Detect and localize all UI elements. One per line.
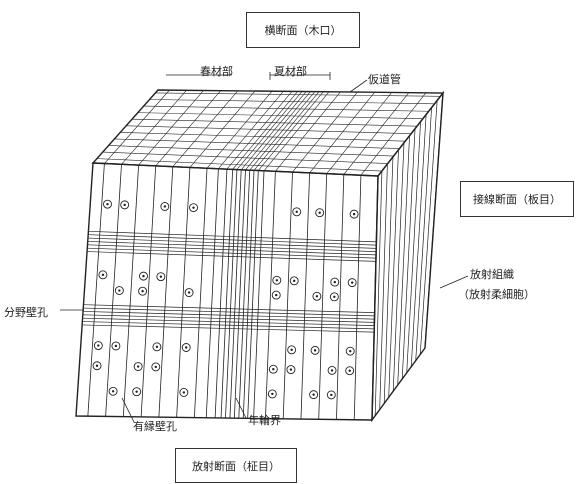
tangential-face-tracheid-line: [389, 150, 399, 397]
bordered-pit-center: [333, 296, 335, 298]
bordered-pit-center: [115, 345, 117, 347]
bordered-pit-center: [112, 390, 114, 392]
bordered-pit-center: [334, 281, 336, 283]
bordered-pit-center: [330, 394, 332, 396]
tangential-face-tracheid-line: [393, 143, 404, 391]
bordered-pit-center: [192, 206, 194, 208]
bordered-pit-center: [272, 368, 274, 370]
radial-face-tracheid-line: [239, 170, 250, 418]
ray-tissue-label: 放射組織: [470, 266, 514, 282]
ray-band-line: [82, 325, 374, 332]
bordered-pit-center: [290, 349, 292, 351]
radial-section-label: 放射断面（柾目）: [192, 458, 280, 474]
radial-face-tracheid-line: [254, 171, 264, 419]
bordered-pit-center: [351, 281, 353, 283]
tangential-face-tracheid-line: [384, 157, 393, 404]
tangential-section-label-box: 接線断面（板目）: [460, 181, 574, 217]
tracheid-leader-line: [350, 80, 367, 92]
bordered-pit-center: [118, 289, 120, 291]
bordered-pit-center: [142, 275, 144, 277]
ray-band-line: [83, 315, 375, 323]
bordered-pit-label: 有縁壁孔: [133, 418, 177, 434]
cross-section-label-box: 横断面（木口）: [246, 12, 360, 48]
ray-band-line: [83, 305, 374, 313]
radial-face-tracheid-line: [248, 171, 259, 419]
ray-band-line: [83, 308, 374, 316]
bordered-pit-center: [353, 213, 355, 215]
bordered-pit-center: [102, 274, 104, 276]
bordered-pit-center: [348, 370, 350, 372]
bordered-pit-center: [185, 346, 187, 348]
ray-band-line: [82, 322, 374, 329]
cross-section-cell-wall-line: [132, 119, 417, 126]
bordered-pit-center: [312, 393, 314, 395]
latewood-label: 夏材部: [274, 63, 307, 79]
radial-face-tracheid-line: [234, 170, 245, 418]
tangential-face-tracheid-line: [420, 100, 437, 354]
bordered-pit-center: [164, 205, 166, 207]
bordered-pit-center: [349, 350, 351, 352]
radial-face-tracheid-line: [283, 172, 292, 419]
bordered-pit-center: [183, 391, 185, 393]
tangential-section-face-outline: [372, 93, 443, 420]
cross-section-cell-wall-line: [103, 152, 388, 164]
bordered-pit-center: [97, 344, 99, 346]
bordered-pit-center: [276, 279, 278, 281]
bordered-pit-center: [156, 346, 158, 348]
cross-section-label: 横断面（木口）: [265, 22, 342, 38]
bordered-pit-center: [290, 368, 292, 370]
ray-band-line: [83, 318, 375, 325]
bordered-pit-center: [160, 275, 162, 277]
bordered-pit-center: [155, 366, 157, 368]
radial-face-tracheid-line: [243, 170, 254, 418]
annual-ring-leader-line: [236, 398, 246, 418]
annual-ring-boundary-label: 年輪界: [248, 412, 281, 428]
bordered-pit-center: [123, 204, 125, 206]
bordered-pit-center: [137, 365, 139, 367]
bordered-pit-center: [293, 280, 295, 282]
bordered-pit-center: [316, 295, 318, 297]
bordered-pit-center: [106, 203, 108, 205]
tangential-face-tracheid-line: [416, 108, 432, 361]
bordered-pit-center: [141, 290, 143, 292]
cross-field-pit-label: 分野壁孔: [4, 304, 48, 320]
bordered-pit-center: [296, 211, 298, 213]
tracheid-label: 仮道管: [368, 71, 401, 87]
bordered-pit-center: [314, 349, 316, 351]
bordered-pit-center: [275, 294, 277, 296]
bordered-pit-center: [96, 365, 98, 367]
bordered-pit-center: [331, 369, 333, 371]
cross-section-cell-wall-line: [126, 126, 411, 134]
bordered-pit-center: [318, 212, 320, 214]
earlywood-label: 春材部: [200, 63, 233, 79]
tangential-section-label: 接線断面（板目）: [473, 191, 561, 207]
bordered-pit-center: [135, 390, 137, 392]
radial-section-label-box: 放射断面（柾目）: [175, 448, 297, 483]
bordered-pit-center: [188, 291, 190, 293]
ray-parenchyma-label: （放射柔細胞）: [458, 286, 535, 302]
ray-band-line: [83, 311, 374, 319]
cross-section-cell-wall-line: [155, 93, 440, 96]
bordered-pit-center: [271, 393, 273, 395]
radial-face-tracheid-line: [301, 173, 310, 419]
